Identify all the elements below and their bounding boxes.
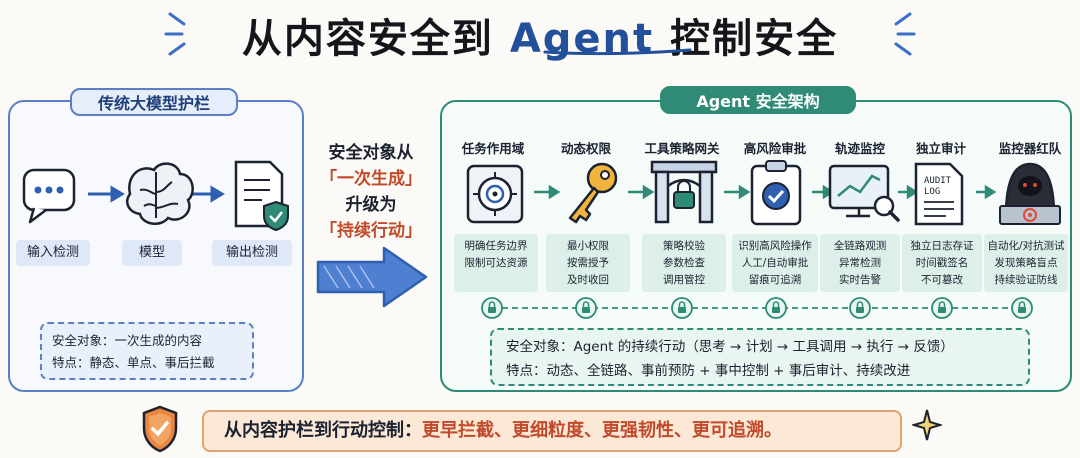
step-title-independent-audit: 独立审计 [915,141,966,156]
step-desc-line: 不可篡改 [921,274,963,286]
gateway-icon [650,160,718,224]
hacker-icon [999,162,1061,225]
step-desc-line: 自动化/对抗测试 [987,240,1065,252]
step-title-trajectory-monitor: 轨迹监控 [834,141,885,156]
step-desc-line: 实时告警 [839,274,881,286]
step-desc-line: 独立日志存证 [910,240,974,252]
lock-connector-row [481,297,1033,319]
step-title-dynamic-permission: 动态权限 [560,141,611,156]
traditional-note-line2: 特点：静态、单点、事后拦截 [52,355,215,370]
step-desc-line: 按需授予 [567,257,609,269]
step-desc-tool-gateway: 策略校验 参数检查 调用管控 [642,234,726,292]
step-desc-line: 明确任务边界 [464,240,528,252]
agent-security-note: 安全对象：Agent 的持续行动（思考 → 计划 → 工具调用 → 执行 → 反… [490,328,1030,386]
svg-text:LOG: LOG [924,187,940,197]
clipboard-check-icon [750,160,802,226]
page-title: 从内容安全到 Agent 控制安全 [0,6,1080,64]
step-desc-independent-audit: 独立日志存证 时间戳签名 不可篡改 [902,234,982,292]
target-icon [466,164,524,224]
step-desc-line: 参数检查 [663,257,705,269]
transition-line3: 升级为 [345,195,397,215]
step-desc-monitor-redteam: 自动化/对抗测试 发现策略盲点 持续验证防线 [984,234,1068,292]
traditional-note: 安全对象：一次生成的内容 特点：静态、单点、事后拦截 [40,322,254,380]
step-desc-line: 持续验证防线 [994,274,1058,286]
audit-log-icon: AUDIT LOG [914,162,964,226]
agent-step-icons: AUDIT LOG [466,160,1061,226]
sparkle-icon [912,409,942,441]
step-desc-line: 时间戳签名 [915,257,969,269]
key-icon [568,162,618,224]
step-desc-line: 最小权限 [567,240,609,252]
brain-icon [126,162,194,226]
agent-note-line2: 特点：动态、全链路、事前预防 + 事中控制 + 事后审计、持续改进 [506,363,911,379]
step-desc-line: 限制可达资源 [464,257,528,269]
title-prefix: 从内容安全到 [241,16,494,62]
document-shield-icon [234,160,289,232]
agent-note-line1: 安全对象：Agent 的持续行动（思考 → 计划 → 工具调用 → 执行 → 反… [506,339,954,355]
traditional-note-line1: 安全对象：一次生成的内容 [52,333,203,348]
transition-text: 安全对象从 「一次生成」 升级为 「持续行动」 [312,140,430,244]
transition-line4: 「持续行动」 [320,221,422,241]
model-label: 模型 [122,240,182,266]
step-desc-dynamic-permission: 最小权限 按需授予 及时收回 [546,234,630,292]
step-title-tool-gateway: 工具策略网关 [644,141,720,156]
step-desc-line: 发现策略盲点 [994,257,1058,269]
step-title-task-scope: 任务作用域 [461,141,525,156]
monitor-chart-icon [828,164,900,222]
left-flow-icons [22,160,289,232]
output-detection-label: 输出检测 [212,240,292,266]
step-desc-line: 全链路观测 [833,240,887,252]
step-desc-line: 调用管控 [663,274,705,286]
title-decoration-icon [164,12,916,56]
step-title-monitor-redteam: 监控器红队 [998,141,1062,156]
transition-line1: 安全对象从 [328,143,414,163]
traditional-guardrail-header: 传统大模型护栏 [70,88,238,116]
step-desc-task-scope: 明确任务边界 限制可达资源 [454,234,538,292]
step-desc-line: 异常检测 [839,257,881,269]
step-desc-high-risk-approval: 识别高风险操作 人工/自动审批 留痕可追溯 [732,234,818,292]
transition-line2: 「一次生成」 [320,169,422,189]
input-detection-label: 输入检测 [16,240,90,266]
step-desc-line: 留痕可追溯 [748,274,802,286]
step-desc-trajectory-monitor: 全链路观测 异常检测 实时告警 [820,234,900,292]
step-title-high-risk-approval: 高风险审批 [743,141,807,156]
title-suffix: 控制安全 [670,16,839,62]
conclusion-banner: 从内容护栏到行动控制：更早拦截、更细粒度、更强韧性、更可追溯。 [202,410,902,452]
conclusion-lead: 从内容护栏到行动控制： [224,420,422,441]
svg-text:AUDIT: AUDIT [924,176,952,186]
step-desc-line: 策略校验 [663,240,705,252]
shield-check-icon [142,405,178,453]
agent-security-header: Agent 安全架构 [660,86,856,114]
big-arrow-icon [316,246,428,308]
step-desc-line: 及时收回 [567,274,609,286]
step-desc-line: 识别高风险操作 [738,240,812,252]
chat-bubble-icon [22,168,76,224]
step-desc-line: 人工/自动审批 [741,257,809,269]
conclusion-rest: 更早拦截、更细粒度、更强韧性、更可追溯。 [422,420,782,441]
